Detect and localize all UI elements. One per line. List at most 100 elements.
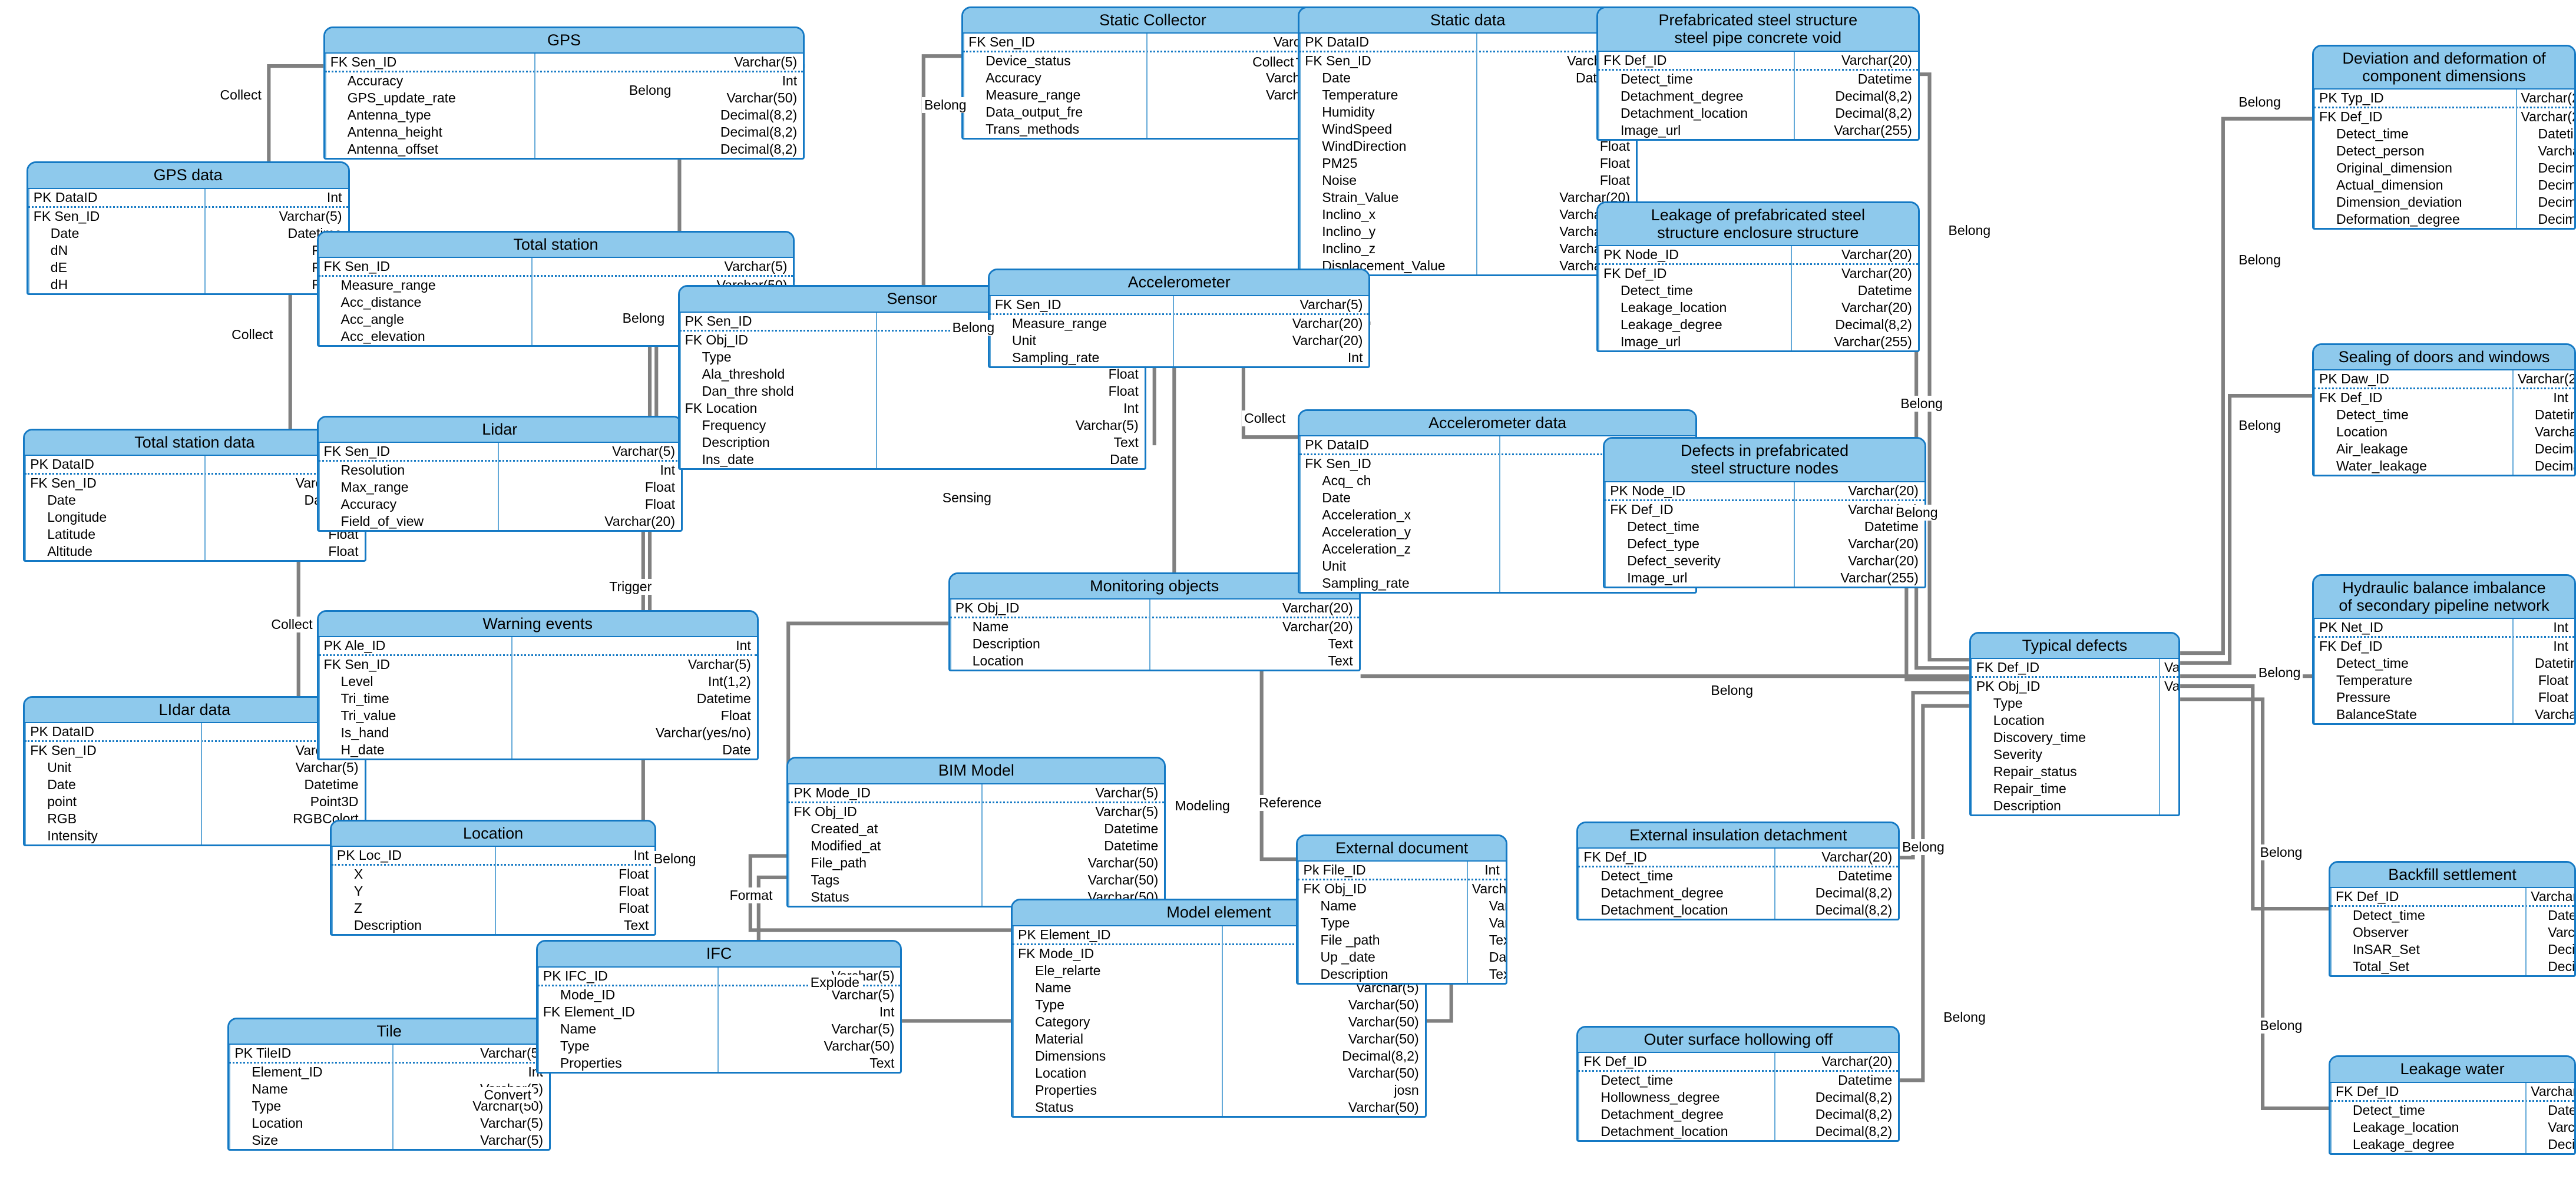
field-name: Name xyxy=(972,619,1009,635)
field-type: Float xyxy=(328,544,359,559)
entity-title: LIdar data xyxy=(25,697,365,724)
field-name: Mode_ID xyxy=(560,986,616,1002)
field-type: Float xyxy=(619,866,649,882)
field-name: dE xyxy=(50,259,67,275)
field-row: Altitude Float xyxy=(25,543,364,560)
entity-title: Accelerometer data xyxy=(1299,410,1695,436)
field-name: Temperature xyxy=(1322,87,1398,103)
entity-deviation_deformation[interactable]: Deviation and deformation of component d… xyxy=(2312,44,2576,230)
entity-defects_nodes[interactable]: Defects in prefabricated steel structure… xyxy=(1603,437,1926,588)
entity-title: Leakage water xyxy=(2330,1057,2574,1083)
field-type: Decimal(8,2) xyxy=(1815,1107,1893,1122)
field-type: Datetime xyxy=(1838,867,1893,883)
field-name: PK Loc_ID xyxy=(336,847,402,863)
field-type: Decimal(8,2) xyxy=(1815,1089,1893,1105)
field-name: Detect_time xyxy=(1601,867,1674,883)
entity-title: Defects in prefabricated steel structure… xyxy=(1605,439,1924,482)
field-name: Type xyxy=(1320,915,1350,931)
field-name: Altitude xyxy=(47,544,92,559)
relationship-label: Collect xyxy=(1250,54,1297,71)
field-type: Varchar(50) xyxy=(1348,996,1419,1012)
field-name: InSAR_Set xyxy=(2353,942,2420,958)
column-divider xyxy=(531,258,533,346)
entity-title: Deviation and deformation of component d… xyxy=(2314,46,2574,90)
entity-title: Total station data xyxy=(25,430,365,456)
field-name: Name xyxy=(1320,898,1357,914)
field-name: Leakage_degree xyxy=(1621,317,1722,333)
field-type: Int xyxy=(2553,638,2568,654)
field-type: Decimal(8,2) xyxy=(720,124,798,140)
field-type: Text xyxy=(869,1055,895,1071)
field-type: Decimal(8,2) xyxy=(2538,211,2576,227)
field-name: FK Sen_ID xyxy=(30,743,97,759)
field-type: Decimal(8,2) xyxy=(1815,902,1893,918)
field-type: Varchar(5) xyxy=(480,1132,544,1148)
field-name: Tags xyxy=(811,872,839,887)
field-type: Int xyxy=(660,462,676,478)
entity-title: Total station xyxy=(318,233,793,259)
field-type: Text xyxy=(1489,966,1506,982)
entity-prefab_void[interactable]: Prefabricated steel structure steel pipe… xyxy=(1596,6,1920,141)
relationship-label: Convert xyxy=(481,1087,534,1103)
field-name: Total_Set xyxy=(2353,959,2409,975)
relationship-label: Belong xyxy=(950,320,997,336)
field-type: Float xyxy=(1599,138,1631,154)
field-type: Varchar(20) xyxy=(1848,482,1919,498)
entity-leakage_enclosure[interactable]: Leakage of prefabricated steel structure… xyxy=(1596,201,1920,353)
field-name: Water_leakage xyxy=(2336,458,2427,473)
column-divider xyxy=(1476,34,1477,275)
entity-hydraulic_balance[interactable]: Hydraulic balance imbalance of secondary… xyxy=(2312,574,2576,726)
field-type: Varchar(20) xyxy=(604,513,676,529)
relationship-label: Belong xyxy=(2257,844,2305,860)
field-name: Dimensions xyxy=(1035,1048,1106,1064)
field-name: Detachment_degree xyxy=(1621,88,1744,104)
entity-title: GPS xyxy=(325,28,803,54)
field-name: Acc_angle xyxy=(340,312,404,327)
relationship-label: Reference xyxy=(1256,794,1324,811)
field-row: Name Varchar(20) xyxy=(1298,897,1505,915)
field-type: Varchar(20) xyxy=(1489,898,1506,914)
field-name: Detachment_degree xyxy=(1601,885,1724,900)
field-name: Accuracy xyxy=(347,73,404,89)
